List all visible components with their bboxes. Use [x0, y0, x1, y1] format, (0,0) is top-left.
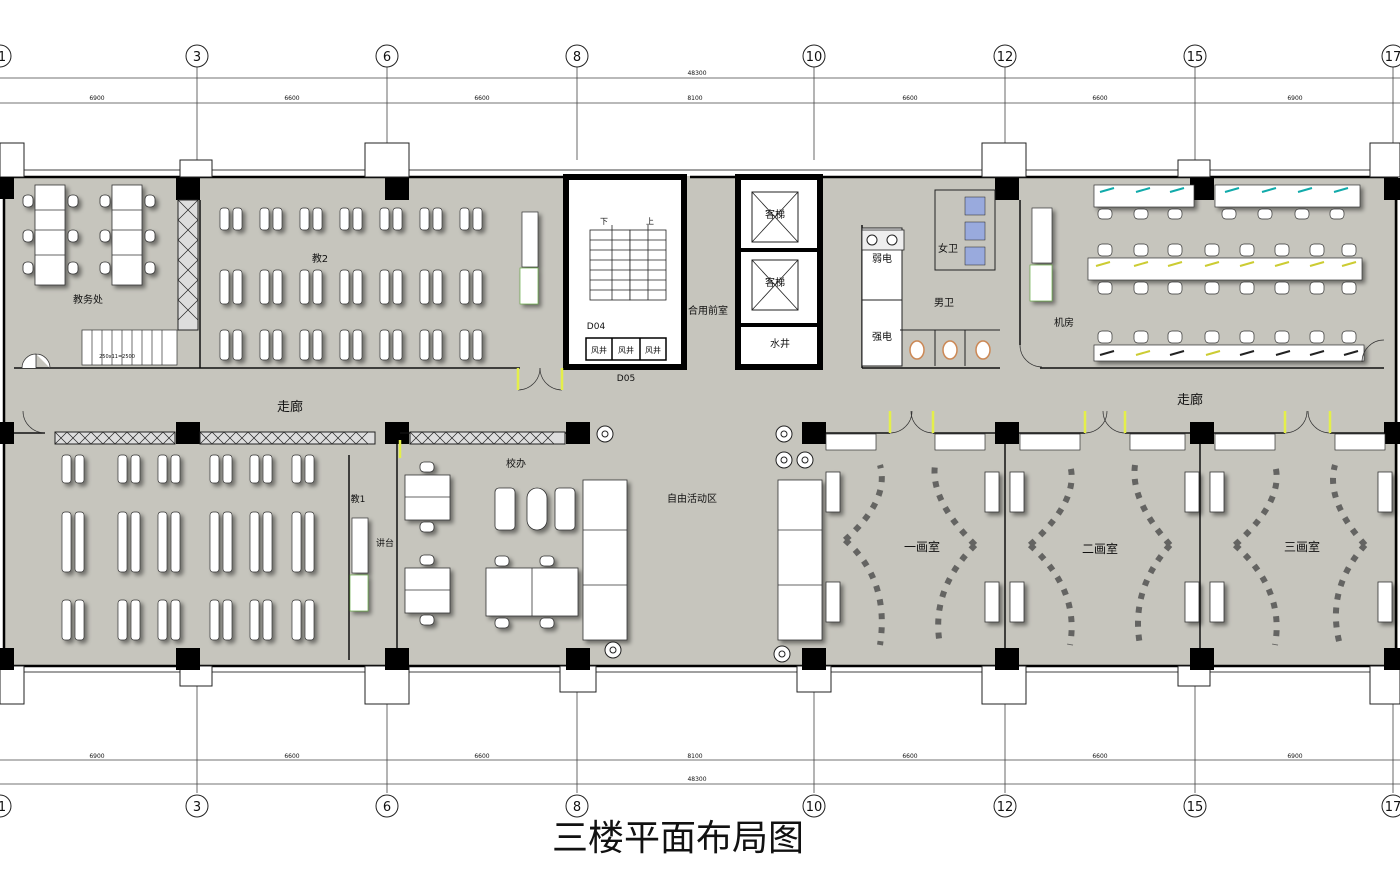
mens-restroom-label: 男卫 [934, 297, 954, 309]
dim-bottom-4: 8100 [687, 753, 702, 760]
axis-label-bottom-17: 17 [1385, 800, 1400, 815]
plan-title: 三楼平面布局图 [552, 818, 804, 859]
elevator-1-label: 客梯 [765, 208, 785, 221]
axis-label-top-15: 15 [1187, 50, 1204, 65]
structural-columns [0, 177, 1400, 670]
axis-label-top-6: 6 [383, 50, 391, 65]
strong-current-label: 强电 [872, 330, 892, 343]
dim-top-6: 6600 [1092, 95, 1107, 102]
dim-bottom-6: 6600 [1092, 753, 1107, 760]
exterior-walls [2, 175, 1398, 668]
podium-label: 讲台 [376, 537, 394, 549]
art-studio-3-label: 三画室 [1284, 539, 1320, 554]
classroom-1-label: 教1 [351, 493, 366, 505]
axis-label-bottom-3: 3 [193, 800, 201, 815]
dim-total-bottom: 48300 [687, 776, 706, 783]
axis-label-bottom-8: 8 [573, 800, 581, 815]
dim-top-3: 6600 [474, 95, 489, 102]
womens-restroom-label: 女卫 [938, 242, 958, 255]
glass-partitions [54, 199, 566, 445]
dim-top-4: 8100 [687, 95, 702, 102]
axis-label-top-17: 17 [1385, 50, 1400, 65]
axis-label-bottom-10: 10 [806, 800, 823, 815]
dim-top-1: 6900 [89, 95, 104, 102]
axis-label-bottom-15: 15 [1187, 800, 1204, 815]
door-d05: D05 [617, 374, 635, 384]
exterior-outline [0, 169, 1400, 673]
stair-up-label: 上 [646, 217, 654, 226]
stair-down-label: 下 [600, 217, 608, 226]
dim-bottom-3: 6600 [474, 753, 489, 760]
dim-bottom-2: 6600 [284, 753, 299, 760]
axis-bubbles-bottom [0, 794, 1400, 818]
axis-label-top-10: 10 [806, 50, 823, 65]
art-studio-sinks [825, 433, 1386, 451]
column-boxes [0, 142, 1400, 705]
art-studio-cabinets [825, 471, 1393, 623]
art-studio-1-label: 一画室 [904, 539, 940, 554]
art-studio-2-label: 二画室 [1082, 541, 1118, 556]
glass-partition-hatch [54, 199, 555, 445]
stair-core [563, 174, 687, 370]
academic-office-label: 教务处 [73, 293, 103, 306]
axis-label-bottom-1: 1 [0, 800, 6, 815]
dim-bottom-1: 6900 [89, 753, 104, 760]
fengjing-3: 风井 [645, 345, 661, 355]
computer-room-desks [1029, 184, 1365, 362]
weak-current-label: 弱电 [872, 252, 892, 265]
axis-label-bottom-12: 12 [997, 800, 1014, 815]
door-accents [398, 368, 1332, 458]
principal-office-furniture [404, 461, 823, 641]
classroom-2-label: 教2 [312, 252, 328, 265]
axis-label-top-1: 1 [0, 50, 6, 65]
dim-bottom-7: 6900 [1287, 753, 1302, 760]
fengjing-2: 风井 [618, 345, 634, 355]
dim-bottom-5: 6600 [902, 753, 917, 760]
easel-arcs [843, 464, 1368, 646]
principal-office-label: 校办 [506, 457, 526, 470]
free-activity-area-label: 自由活动区 [667, 492, 717, 505]
axis-bubbles-top [0, 44, 1400, 68]
elevator-core [735, 174, 823, 370]
corridor-left-label: 走廊 [277, 399, 303, 415]
monitor-icon [1095, 187, 1359, 356]
axis-label-top-8: 8 [573, 50, 581, 65]
office-stair [81, 329, 178, 366]
axis-label-bottom-6: 6 [383, 800, 391, 815]
office-desks [22, 184, 156, 286]
computer-room-label: 机房 [1054, 316, 1074, 329]
door-swings [22, 339, 1385, 434]
door-d04: D04 [587, 322, 606, 332]
dim-top-7: 6900 [1287, 95, 1302, 102]
axis-label-top-12: 12 [997, 50, 1014, 65]
water-shaft-label: 水井 [770, 337, 790, 350]
plant-icon [596, 425, 814, 663]
classroom-1-seats [61, 454, 369, 641]
dim-total-top: 48300 [687, 70, 706, 77]
elevator-2-label: 客梯 [765, 276, 785, 289]
computer-room-chairs [1097, 208, 1357, 344]
fengjing-1: 风井 [591, 345, 607, 355]
axis-label-top-3: 3 [193, 50, 201, 65]
shared-lobby-label: 合用前室 [688, 304, 728, 317]
dim-top-5: 6600 [902, 95, 917, 102]
restroom-block [861, 189, 1000, 367]
classroom-2-seats [219, 207, 539, 361]
office-stair-note: 250x11=2500 [99, 354, 135, 360]
office-door-icon [21, 353, 51, 369]
dim-top-2: 6600 [284, 95, 299, 102]
corridor-right-label: 走廊 [1177, 392, 1203, 408]
